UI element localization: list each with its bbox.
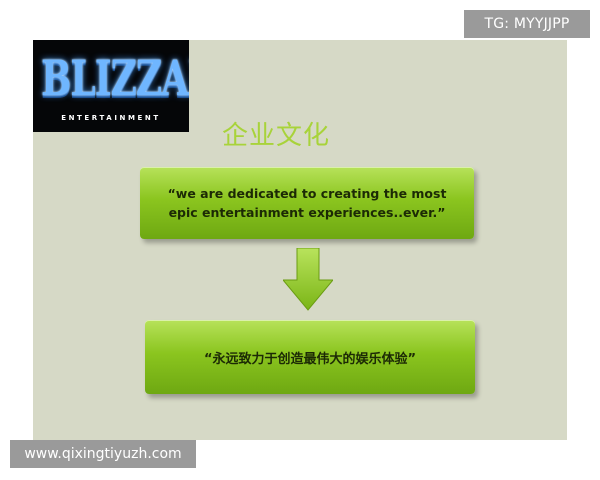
watermark-top-right: TG: MYYJJPP [464, 10, 590, 38]
mission-chinese-box: “永远致力于创造最伟大的娱乐体验” [145, 320, 475, 394]
watermark-bottom-left: www.qixingtiyuzh.com [10, 440, 196, 468]
mission-chinese-text: “永远致力于创造最伟大的娱乐体验” [203, 351, 417, 367]
blizzard-logo: BLIZZARD ENTERTAINMENT [33, 40, 189, 132]
down-arrow-icon [283, 248, 333, 311]
mission-english-text: “we are dedicated to creating the most e… [167, 186, 447, 220]
logo-subtitle: ENTERTAINMENT [61, 114, 161, 122]
mission-english-box: “we are dedicated to creating the most e… [140, 167, 474, 239]
logo-wordmark: BLIZZARD [41, 50, 189, 108]
slide-heading: 企业文化 [222, 121, 331, 151]
